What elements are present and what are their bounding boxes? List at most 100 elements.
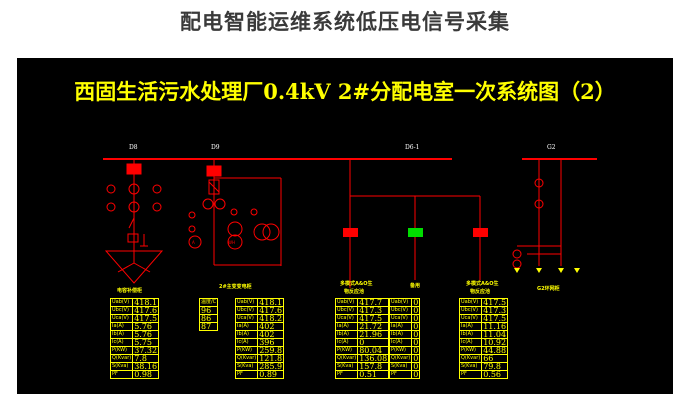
param-name: Ia(A) bbox=[388, 322, 413, 331]
param-name: Ubc(V) bbox=[388, 306, 413, 315]
bus-label-d8: D8 bbox=[129, 144, 138, 151]
param-name: Uab(V) bbox=[109, 298, 134, 307]
param-name: S(Kva) bbox=[334, 362, 359, 371]
feeder-d8 bbox=[104, 159, 164, 284]
param-name: Ic(A) bbox=[388, 338, 413, 347]
feeder-label-spare: 备用 bbox=[410, 283, 421, 289]
param-name: PF bbox=[388, 370, 413, 379]
param-name: Ubc(V) bbox=[109, 306, 134, 315]
param-name: S(Kva) bbox=[388, 362, 413, 371]
table-row: Q(Kvar)0 bbox=[388, 354, 421, 363]
param-name: Uca(V) bbox=[234, 314, 259, 323]
feeder-label-capacitor: 电容补偿柜 bbox=[117, 288, 143, 294]
meter-wh-label: WH bbox=[228, 240, 235, 245]
param-value: 0.98 bbox=[132, 370, 160, 379]
breaker-f3 bbox=[343, 228, 358, 237]
breaker-f5 bbox=[473, 228, 488, 237]
param-name: S(Kva) bbox=[234, 362, 259, 371]
g2-arrows bbox=[514, 268, 580, 273]
temperature-table: 温度/C 96 86 87 bbox=[198, 298, 219, 331]
param-name: Ib(A) bbox=[234, 330, 259, 339]
param-name: S(Kva) bbox=[458, 362, 483, 371]
scada-screen: 西固生活污水处理厂0.4kV 2#分配电室一次系统图（2） D8 D9 D6-1… bbox=[17, 58, 673, 394]
param-name: Q(Kvar) bbox=[388, 354, 413, 363]
param-name: Ia(A) bbox=[458, 322, 483, 331]
param-name: Uca(V) bbox=[109, 314, 134, 323]
diagram-title: 西固生活污水处理厂0.4kV 2#分配电室一次系统图（2） bbox=[74, 79, 616, 104]
param-name: Ib(A) bbox=[458, 330, 483, 339]
param-name: Q(Kvar) bbox=[234, 354, 259, 363]
param-name: Ubc(V) bbox=[234, 306, 259, 315]
feeder-label-ao2-line2: 物反应池 bbox=[470, 289, 491, 295]
param-name: PF bbox=[458, 370, 483, 379]
measure-table-ao1: Uab(V)417.7 Ubc(V)417.3 Uca(V)417.5 Ia(A… bbox=[334, 298, 390, 379]
param-value: 0.89 bbox=[257, 370, 285, 379]
param-name: Ic(A) bbox=[334, 338, 359, 347]
param-name: P(KW) bbox=[234, 346, 259, 355]
feeder-g2 bbox=[512, 159, 562, 269]
param-name: Ib(A) bbox=[334, 330, 359, 339]
param-name: Uca(V) bbox=[458, 314, 483, 323]
param-name: Ic(A) bbox=[458, 338, 483, 347]
param-name: Q(Kvar) bbox=[458, 354, 483, 363]
param-name: PF bbox=[334, 370, 359, 379]
param-name: Ia(A) bbox=[234, 322, 259, 331]
bus-label-d9: D9 bbox=[211, 144, 220, 151]
param-name: PF bbox=[109, 370, 134, 379]
param-name: PF bbox=[234, 370, 259, 379]
param-name: Ib(A) bbox=[109, 330, 134, 339]
feeder-label-ao1-line2: 物反应池 bbox=[344, 289, 365, 295]
table-row: P(KW)37.32 bbox=[109, 346, 160, 355]
param-name: Ia(A) bbox=[109, 322, 134, 331]
param-name: P(KW) bbox=[458, 346, 483, 355]
param-name: Uab(V) bbox=[388, 298, 413, 307]
feeder-label-transformer: 2#主变变电柜 bbox=[219, 284, 252, 290]
param-name: Q(Kvar) bbox=[334, 354, 359, 363]
param-name: Ubc(V) bbox=[334, 306, 359, 315]
param-name: P(KW) bbox=[334, 346, 359, 355]
param-value: 44.88 bbox=[481, 346, 509, 355]
param-name: P(KW) bbox=[109, 346, 134, 355]
measure-table-transformer: Uab(V)418.1 Ubc(V)417.6 Uca(V)418.2 Ia(A… bbox=[234, 298, 285, 379]
table-row: P(KW)44.88 bbox=[458, 346, 509, 355]
param-name: P(KW) bbox=[388, 346, 413, 355]
one-line-diagram: WH A bbox=[103, 158, 597, 288]
measure-table-spare: Uab(V)0 Ubc(V)0 Uca(V)0 Ia(A)0 Ib(A)0 Ic… bbox=[388, 298, 421, 379]
param-name: Uab(V) bbox=[458, 298, 483, 307]
feeder-d61 bbox=[349, 159, 481, 288]
bus-label-d61: D6-1 bbox=[405, 144, 420, 151]
param-name: Ubc(V) bbox=[458, 306, 483, 315]
param-name: Ic(A) bbox=[109, 338, 134, 347]
breaker-d9-main bbox=[206, 165, 222, 177]
param-name: Ib(A) bbox=[388, 330, 413, 339]
feeder-label-ring-main: G2环网柜 bbox=[537, 286, 560, 292]
param-value: 0.56 bbox=[481, 370, 509, 379]
feeder-d9 bbox=[188, 159, 282, 266]
page-title: 配电智能运维系统低压电信号采集 bbox=[180, 10, 510, 34]
param-name: Q(Kvar) bbox=[109, 354, 134, 363]
param-name: S(Kva) bbox=[109, 362, 134, 371]
temperature-value: 87 bbox=[198, 322, 219, 331]
param-value: 0.51 bbox=[357, 370, 390, 379]
breaker-d8-main bbox=[126, 163, 142, 175]
param-name: Uca(V) bbox=[388, 314, 413, 323]
param-name: Ia(A) bbox=[334, 322, 359, 331]
feeder-label-ao1-line1: 多模式A&O生 bbox=[340, 281, 373, 287]
param-name: Uab(V) bbox=[334, 298, 359, 307]
param-name: Ic(A) bbox=[234, 338, 259, 347]
param-value: 21.96 bbox=[357, 330, 390, 339]
param-name: Uab(V) bbox=[234, 298, 259, 307]
breaker-f4 bbox=[408, 228, 423, 237]
param-name: Uca(V) bbox=[334, 314, 359, 323]
bus-label-g2: G2 bbox=[547, 144, 556, 151]
meter-a-label: A bbox=[192, 240, 195, 245]
measure-table-capacitor: Uab(V)418.1 Ubc(V)417.6 Uca(V)417.5 Ia(A… bbox=[109, 298, 160, 379]
measure-table-ao2: Uab(V)417.5 Ubc(V)417.3 Uca(V)417.5 Ia(A… bbox=[458, 298, 509, 379]
feeder-label-ao2-line1: 多模式A&O生 bbox=[466, 281, 499, 287]
param-value: 0 bbox=[411, 370, 421, 379]
